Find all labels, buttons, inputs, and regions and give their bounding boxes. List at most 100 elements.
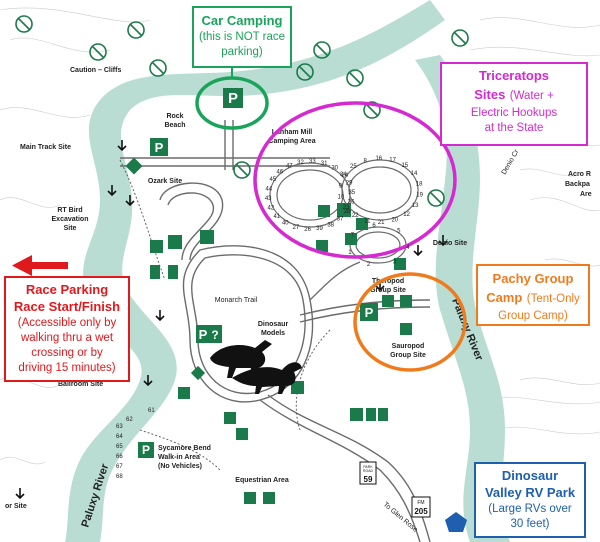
campsite-number: 38 (327, 223, 334, 229)
parking-icon: P (138, 442, 154, 458)
rv-title-2: Valley RV Park (484, 484, 576, 500)
rt-bird-label-2: Excavation (52, 216, 89, 223)
monarch-trail-label: Monarch Trail (215, 297, 258, 304)
dinosaur-models-silhouette (210, 340, 302, 394)
campsite-number: 13 (412, 203, 419, 209)
campsite-number: 24 (341, 173, 348, 179)
svg-text:P: P (228, 90, 238, 107)
pachy-title-2: Camp (486, 289, 523, 305)
rv-sub-2: 30 feet) (510, 517, 550, 530)
campsite-number: 44 (265, 186, 272, 192)
campsite-number: 45 (269, 177, 276, 183)
race-direction-arrow (12, 255, 68, 276)
campsite-number: 29 (346, 181, 353, 187)
campsite-number: 25 (350, 164, 357, 170)
campsite-number: 47 (286, 163, 293, 169)
campsite-number: 36 (348, 200, 355, 206)
campsite-number: 61 (148, 408, 155, 414)
rt-bird-label-3: Site (64, 225, 77, 232)
campsite-number: 17 (389, 158, 396, 164)
svg-text:P: P (365, 305, 374, 320)
equestrian-area-label: Equestrian Area (235, 477, 289, 484)
svg-text:59: 59 (364, 475, 373, 484)
triceratops-callout: Triceratops Sites (Water + Electric Hook… (440, 62, 588, 146)
dinosaur-valley-rv-callout: Dinosaur Valley RV Park (Large RVs over … (474, 462, 586, 538)
campsite-number: 2 (367, 262, 371, 268)
sycamore-bend-label-2: Walk-in Area (158, 454, 200, 461)
campsite-number: 43 (265, 196, 272, 202)
car-camping-callout: Car Camping (this is NOT race parking) (192, 6, 292, 68)
campsite-number: 5 (397, 229, 401, 235)
race-sub-2: walking thru a wet (20, 331, 114, 344)
dinosaur-models-label-2: Models (261, 330, 285, 337)
campsite-number: 11 (364, 218, 371, 224)
race-sub-3: crossing or by (31, 346, 103, 359)
race-title-1: Race Parking (25, 282, 109, 297)
denio-site-label: Denio Site (433, 240, 467, 247)
campsite-number: 68 (116, 474, 123, 480)
campsite-number: 18 (416, 182, 423, 188)
campsite-number: 65 (116, 444, 123, 450)
race-sub-4: driving 15 minutes) (18, 361, 116, 374)
amenity-icons (125, 157, 412, 504)
campsite-number: 34 (340, 172, 347, 178)
rv-sub-1: (Large RVs over (488, 502, 572, 515)
campsite-number: 6 (372, 223, 376, 229)
campsite-number: 1 (348, 250, 352, 256)
campsite-number: 21 (378, 220, 385, 226)
svg-text:P: P (142, 443, 150, 457)
campsite-number: 15 (401, 163, 408, 169)
campsite-number: 32 (297, 160, 304, 166)
parking-info-icon: P ? (196, 325, 222, 343)
campsite-number: 33 (309, 159, 316, 165)
campsite-number: 27 (293, 225, 300, 231)
svg-text:FM: FM (417, 500, 424, 506)
parking-icon: P (150, 138, 168, 156)
race-sub-1: (Accessible only by (17, 316, 117, 329)
pachy-sub-inline: (Tent-Only (526, 292, 580, 305)
triceratops-title: Triceratops (478, 68, 550, 83)
car-camping-sub-1: (this is NOT race (198, 30, 286, 43)
triceratops-sub-2: Electric Hookups (470, 106, 558, 119)
race-parking-callout: Race Parking Race Start/Finish (Accessib… (4, 276, 130, 382)
campsite-number: 9 (339, 183, 343, 189)
pachy-group-callout: Pachy Group Camp (Tent-Only Group Camp) (476, 264, 590, 326)
campsite-number: 35 (348, 190, 355, 196)
campsite-number: 63 (116, 424, 123, 430)
triceratops-sub-inline: (Water + (509, 89, 554, 102)
rt-bird-label-1: RT Bird (57, 207, 82, 214)
acro-label-3: Are (580, 191, 592, 198)
lanham-camping-area-label: Camping Area (268, 138, 315, 145)
campsite-number: 16 (375, 156, 382, 162)
campsite-number: 31 (321, 161, 328, 167)
paluxy-river (65, 0, 510, 542)
trails (119, 159, 331, 471)
main-track-site-label: Main Track Site (20, 144, 71, 151)
campsite-number: 7 (351, 233, 355, 239)
svg-text:PARK: PARK (363, 465, 373, 469)
sauropod-label-1: Sauropod (392, 343, 425, 350)
caution-cliffs-label: Caution – Cliffs (70, 67, 121, 74)
campsite-number: 37 (337, 217, 344, 223)
rock-beach-label-2: Beach (164, 122, 185, 129)
race-title-2: Race Start/Finish (13, 298, 121, 314)
campsite-number: 26 (304, 227, 311, 233)
theropod-label-2: Group Site (370, 287, 406, 294)
acro-label-1: Acro R (568, 171, 591, 178)
campsite-number: 10 (337, 195, 344, 201)
campsite-number: 30 (331, 166, 338, 172)
campsite-number: 42 (268, 205, 275, 211)
campsite-number: 67 (116, 464, 123, 470)
triceratops-sub-3: at the State (484, 121, 544, 134)
no-bike-icons (15, 15, 469, 207)
svg-text:?: ? (211, 328, 218, 342)
svg-text:205: 205 (414, 507, 428, 516)
campsite-number: 12 (403, 212, 410, 218)
svg-text:ROAD: ROAD (363, 469, 374, 473)
svg-text:P: P (199, 327, 208, 342)
callout-outlines (195, 68, 467, 372)
triceratops-title-2: Sites (474, 86, 506, 102)
rv-title-1: Dinosaur (501, 468, 559, 483)
campsite-number: 4 (406, 245, 410, 251)
